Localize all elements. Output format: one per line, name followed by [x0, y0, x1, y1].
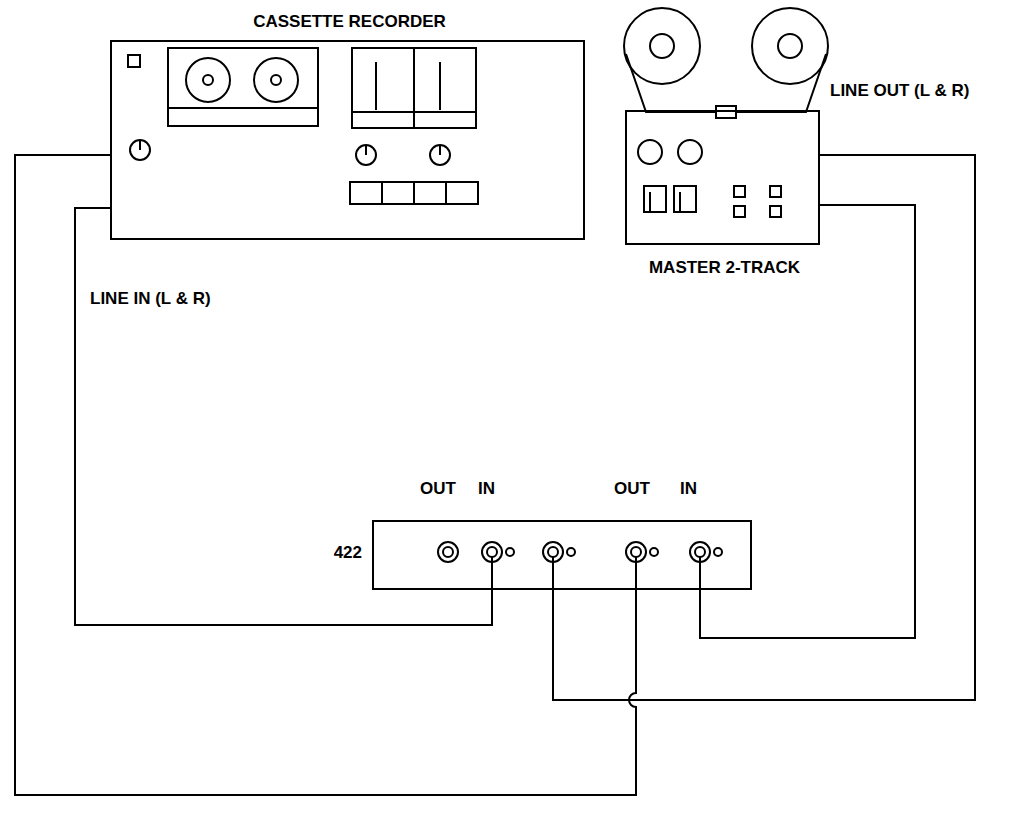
jack-label: OUT [614, 480, 650, 499]
audio-cable [15, 155, 636, 795]
signal-label: LINE OUT (L & R) [830, 82, 969, 101]
jack-label: OUT [420, 480, 456, 499]
audio-cable [553, 155, 975, 700]
audio-cable [75, 208, 492, 625]
signal-label: LINE IN (L & R) [90, 290, 211, 309]
cassette-details [128, 48, 478, 204]
patch-unit-422: 422 [372, 520, 752, 590]
jack-label: IN [680, 480, 697, 499]
cassette-recorder: CASSETTE RECORDER [110, 40, 585, 240]
equipment-name: CASSETTE RECORDER [253, 13, 446, 32]
jack-label: IN [478, 480, 495, 499]
reel-deck-details [624, 8, 828, 217]
jack-row [438, 542, 722, 590]
master-two-track: MASTER 2-TRACK [625, 110, 820, 245]
equipment-name: MASTER 2-TRACK [649, 259, 800, 278]
equipment-name: 422 [334, 544, 362, 563]
